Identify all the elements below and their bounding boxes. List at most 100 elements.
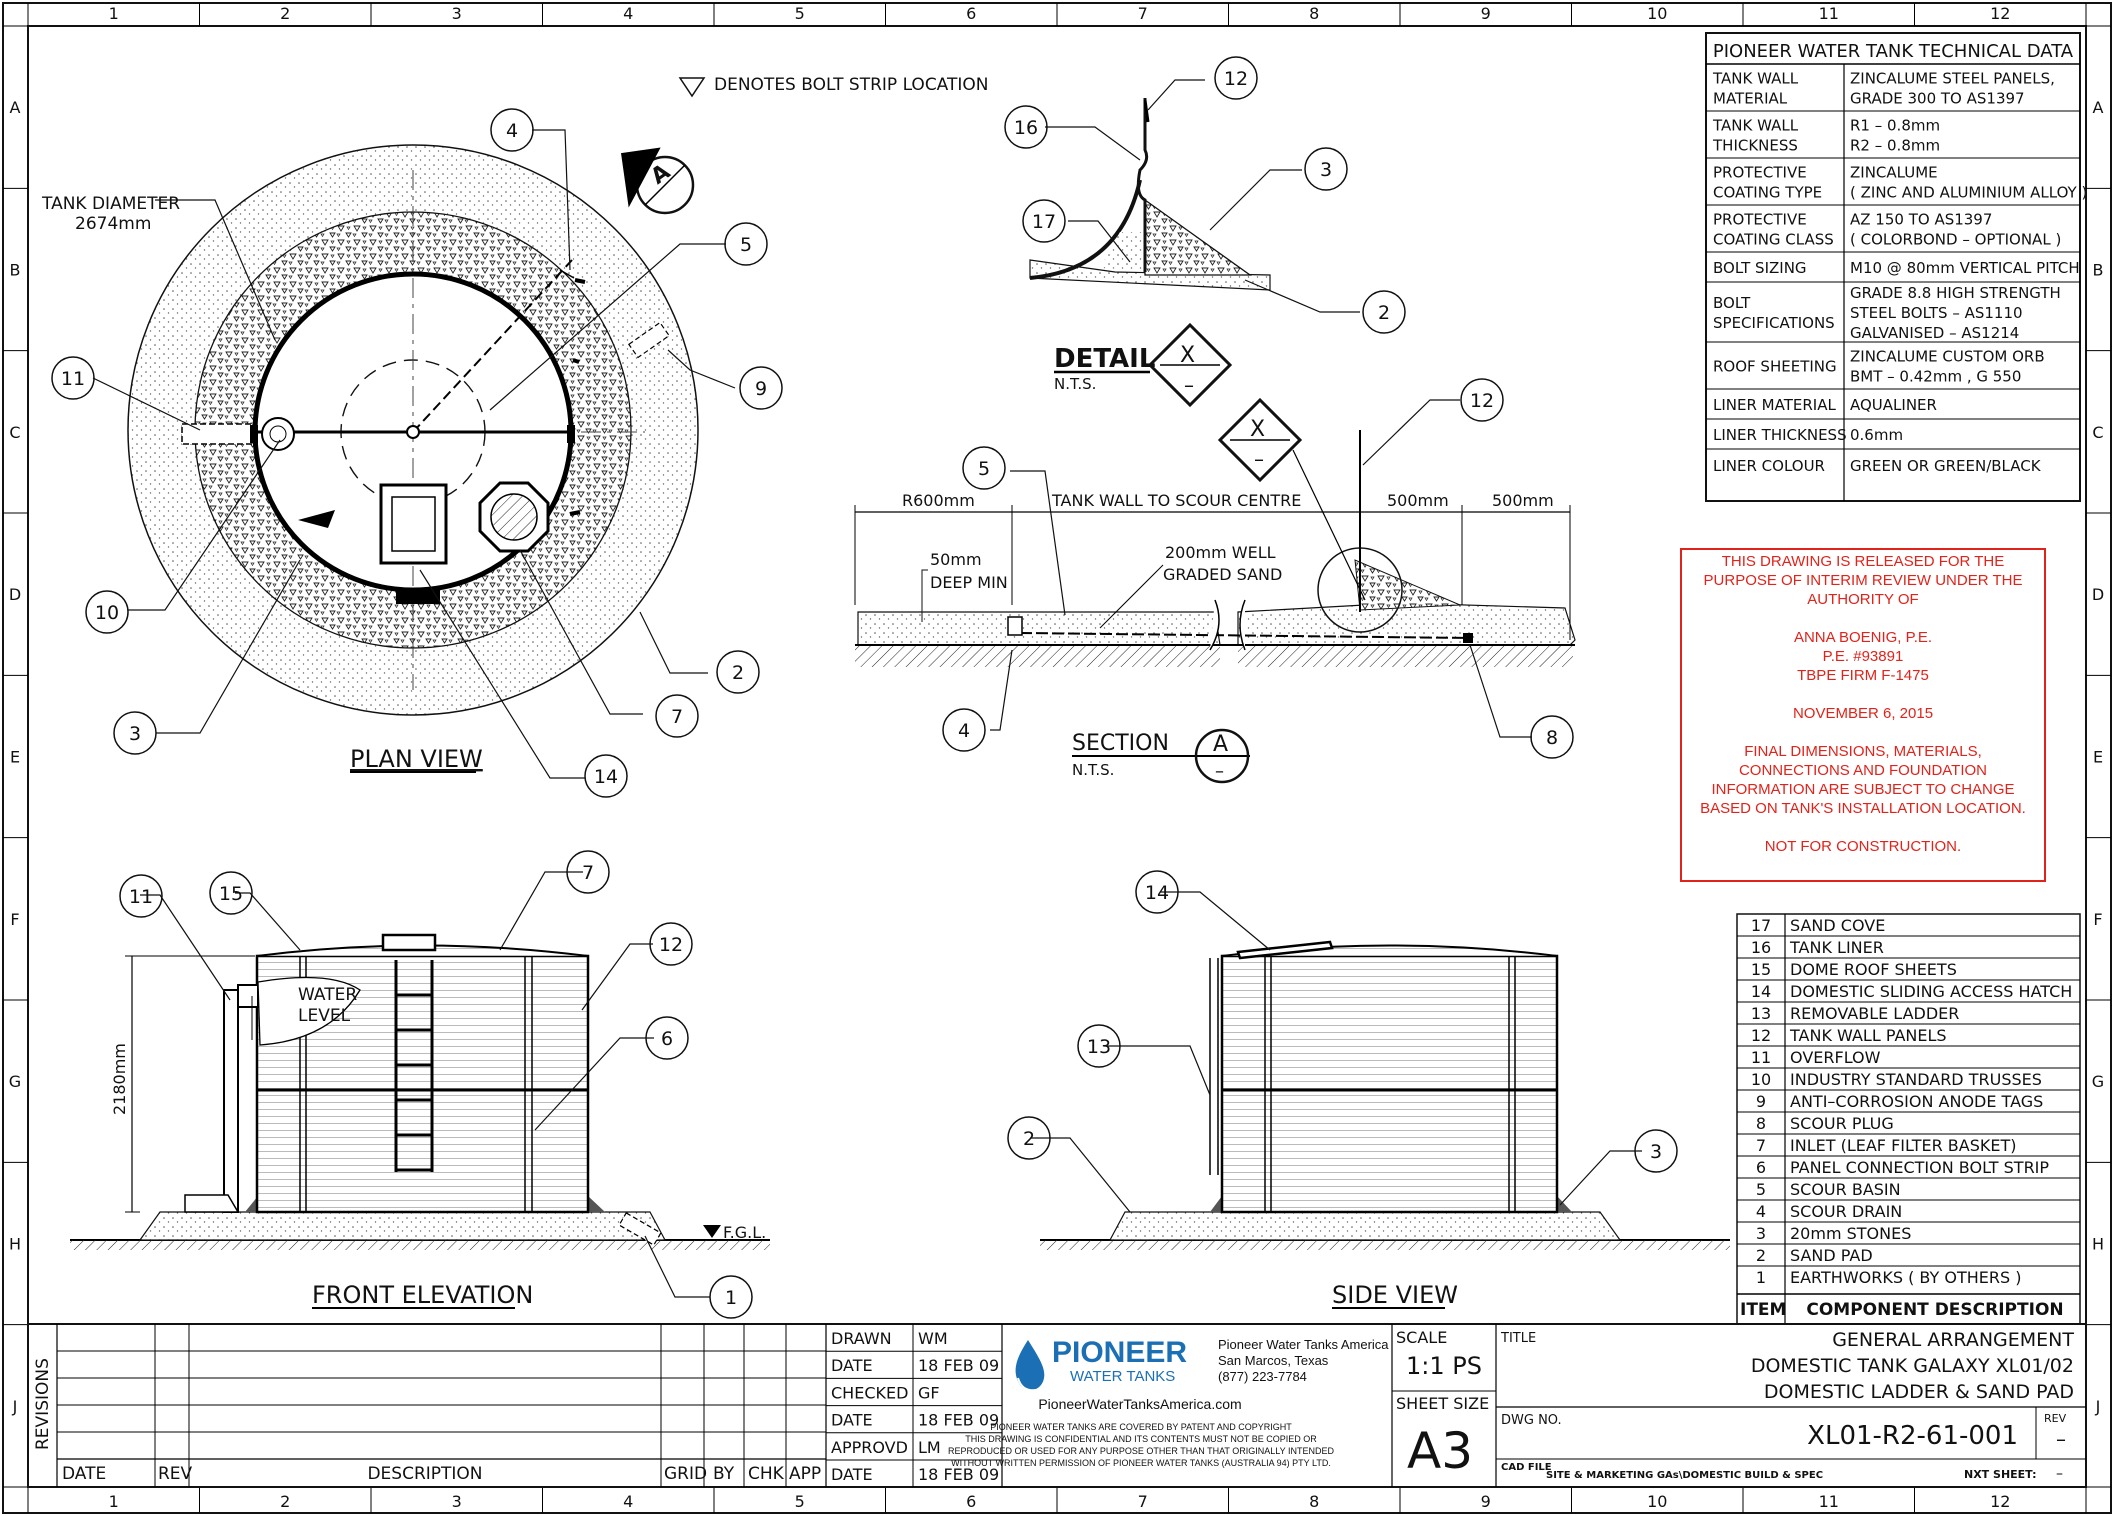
detail-marker: X – (1147, 322, 1233, 408)
callout-number: 15 (219, 883, 243, 905)
callout-number: 2 (732, 662, 744, 684)
callout-number: 3 (1650, 1141, 1662, 1163)
component-number: 6 (1756, 1158, 1766, 1177)
callout-side-2: 2 (1007, 1116, 1051, 1160)
tech-key: MATERIAL (1713, 90, 1788, 108)
grid-col-label: 5 (795, 1492, 805, 1511)
water-drop-icon (1015, 1340, 1045, 1391)
company-city: San Marcos, Texas (1218, 1353, 1329, 1368)
component-number: 2 (1756, 1246, 1766, 1265)
grid-row-label: C (2092, 423, 2103, 442)
callout-number: 11 (61, 368, 85, 390)
grid-row-label: E (10, 748, 20, 767)
callout-number: 12 (1224, 68, 1248, 90)
section-marker-sub: – (1215, 761, 1224, 782)
detail-marker-sub: – (1184, 373, 1194, 397)
grid-row-label: C (9, 423, 20, 442)
logo-wordmark: PIONEER (1052, 1336, 1187, 1369)
grid-col-label: 3 (452, 4, 462, 23)
sheet-size-value: A3 (1407, 1422, 1473, 1480)
section-detail-marker: X – (1217, 397, 1366, 601)
notice-line-2: THIS DRAWING IS CONFIDENTIAL AND ITS CON… (965, 1434, 1317, 1444)
component-description: INLET (LEAF FILTER BASKET) (1790, 1136, 2016, 1155)
tank-wall-side (1220, 954, 1559, 1214)
review-stamp: THIS DRAWING IS RELEASED FOR THEPURPOSE … (1680, 548, 2046, 882)
notice-line-4: WITHOUT WRITTEN PERMISSION OF PIONEER WA… (951, 1458, 1331, 1468)
callout-number: 3 (129, 723, 141, 745)
component-description: EARTHWORKS ( BY OTHERS ) (1790, 1268, 2021, 1287)
grid-row-label: D (2092, 585, 2104, 604)
tech-value: ( ZINC AND ALUMINIUM ALLOY ) (1850, 184, 2087, 202)
overflow-outlet (181, 423, 253, 445)
revisions-label: REVISIONS (33, 1358, 53, 1450)
review-stamp-line: PURPOSE OF INTERIM REVIEW UNDER THE (1704, 572, 2023, 589)
grid-row-label: B (2093, 261, 2104, 280)
signature-key: APPROVD (831, 1438, 908, 1457)
tech-key: BOLT (1713, 294, 1751, 312)
legend-note: DENOTES BOLT STRIP LOCATION (678, 75, 989, 98)
component-description: DOMESTIC SLIDING ACCESS HATCH (1790, 982, 2072, 1001)
section-detail-letter: X (1250, 417, 1265, 442)
grid-row-label: F (2093, 910, 2102, 929)
rev-value: – (2056, 1427, 2066, 1451)
tech-value: ZINCALUME CUSTOM ORB (1850, 348, 2045, 366)
logo-subtitle: WATER TANKS (1070, 1368, 1175, 1385)
component-number: 17 (1751, 916, 1771, 935)
tech-value: GALVANISED – AS1214 (1850, 324, 2019, 342)
plan-view-title: PLAN VIEW (350, 745, 483, 773)
callout-number: 7 (671, 706, 683, 728)
callout-number: 16 (1014, 117, 1038, 139)
title-block: REVISIONS DATE REV DESCRIPTION GRID BY C… (27, 1323, 2087, 1488)
component-number: 4 (1756, 1202, 1766, 1221)
callout-plan-4: 4 (490, 108, 534, 152)
tech-value: ( COLORBOND – OPTIONAL ) (1850, 231, 2061, 249)
review-stamp-line: TBPE FIRM F-1475 (1797, 667, 1929, 684)
callout-plan-5: 5 (724, 222, 768, 266)
component-description: PANEL CONNECTION BOLT STRIP (1790, 1158, 2049, 1177)
tech-key: PROTECTIVE (1713, 211, 1807, 229)
grid-row-label: A (10, 98, 21, 117)
callout-section-4: 4 (942, 708, 986, 752)
detail-title: DETAIL (1054, 344, 1155, 374)
component-description: OVERFLOW (1790, 1048, 1881, 1067)
side-view: SIDE VIEW (1040, 940, 1730, 1309)
component-row: 6 PANEL CONNECTION BOLT STRIP (1737, 1155, 2080, 1177)
component-description: DOME ROOF SHEETS (1790, 960, 1957, 979)
detail-marker-letter: X (1180, 343, 1195, 368)
dim-wall-to-scour: TANK WALL TO SCOUR CENTRE (1051, 491, 1301, 510)
rev-label: REV (2044, 1412, 2067, 1425)
callout-side-3: 3 (1634, 1129, 1678, 1173)
grid-col-label: 4 (623, 4, 633, 23)
callout-number: 1 (725, 1287, 737, 1309)
section-detail-sub: – (1254, 447, 1264, 471)
side-view-title: SIDE VIEW (1332, 1281, 1458, 1309)
tech-key: LINER MATERIAL (1713, 396, 1836, 414)
grid-col-label: 7 (1138, 1492, 1148, 1511)
note-sand-1: 200mm WELL (1165, 543, 1276, 562)
callout-number: 17 (1032, 211, 1056, 233)
tech-value: ZINCALUME (1850, 164, 1938, 182)
component-description: SCOUR BASIN (1790, 1180, 1901, 1199)
callout-number: 13 (1087, 1036, 1111, 1058)
section-title-marker: SECTION N.T.S. A – (1072, 728, 1250, 784)
tech-key: LINER THICKNESS (1713, 426, 1847, 444)
grid-col-label: 6 (966, 1492, 976, 1511)
section-dimensions: R600mm TANK WALL TO SCOUR CENTRE 500mm 5… (854, 491, 1571, 640)
water-level-label-1: WATER (298, 985, 357, 1005)
callout-number: 5 (740, 234, 752, 256)
component-description: TANK WALL PANELS (1789, 1026, 1947, 1045)
tech-value: AQUALINER (1850, 396, 1937, 414)
technical-data-table: PIONEER WATER TANK TECHNICAL DATA TANK W… (1705, 32, 2087, 502)
